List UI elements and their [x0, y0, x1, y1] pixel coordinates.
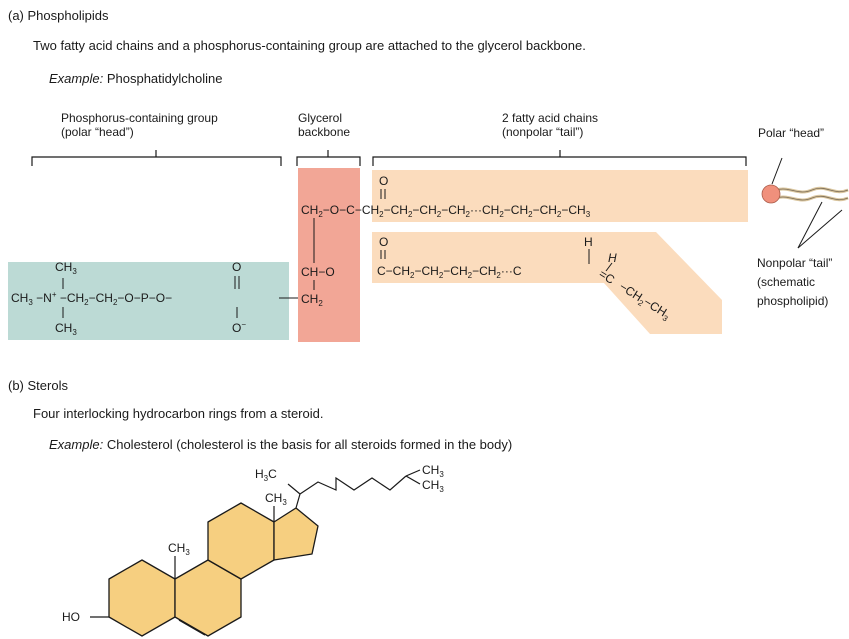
section-b-example: Example: Cholesterol (cholesterol is the… — [49, 437, 512, 452]
schematic-phospholipid — [761, 157, 849, 249]
section-a-description: Two fatty acid chains and a phosphorus-c… — [33, 38, 586, 53]
section-b-description: Four interlocking hydrocarbon rings from… — [33, 406, 324, 421]
example-name: Phosphatidylcholine — [106, 71, 223, 86]
head-group-label: Phosphorus-containing group (polar “head… — [61, 111, 218, 139]
svg-text:HO: HO — [62, 610, 80, 624]
polar-head-ball — [761, 184, 781, 204]
ring-a — [108, 559, 176, 637]
double-bond-line — [178, 619, 206, 636]
section-a-heading: (a) Phospholipids — [8, 8, 109, 23]
svg-text:CH3: CH3 — [55, 260, 77, 276]
section-b-heading: (b) Sterols — [8, 378, 68, 393]
glycerol-box — [298, 168, 360, 342]
svg-text:H3C: H3C — [255, 467, 277, 483]
svg-text:O: O — [379, 174, 388, 188]
glycerol-label: Glycerol backbone — [298, 111, 351, 139]
head-group-bracket — [31, 150, 282, 166]
fatty-acid-chains-label: 2 fatty acid chains (nonpolar “tail”) — [502, 111, 599, 139]
example-prefix: Example: — [49, 71, 104, 86]
svg-text:H: H — [608, 251, 617, 265]
chains-bracket — [372, 150, 747, 166]
svg-text:CH3: CH3 — [168, 541, 190, 557]
section-a-example: Example: Phosphatidylcholine — [49, 71, 222, 86]
polar-head-label: Polar “head” — [758, 126, 825, 140]
tail-pointer-1 — [797, 201, 823, 249]
ring-d — [273, 507, 319, 561]
svg-text:CH3: CH3 — [265, 491, 287, 507]
head-group-structure: CH3 CH3 −N+ −CH2−CH2−O−P−O− CH3 O O− — [11, 260, 298, 337]
svg-text:CH3: CH3 — [422, 478, 444, 494]
glycerol-bracket — [296, 150, 361, 166]
tail-pointer-2 — [797, 209, 843, 249]
svg-text:CH2−O−C−CH2−CH2−CH2−CH2···CH2−: CH2−O−C−CH2−CH2−CH2−CH2···CH2−CH2−CH2−CH… — [301, 203, 591, 219]
nonpolar-tail-label: Nonpolar “tail” (schematic phospholipid) — [757, 256, 833, 308]
fatty-acid-chain-1-box — [372, 170, 748, 222]
fatty-acid-chain-2-box — [372, 232, 722, 334]
svg-text:O: O — [379, 235, 388, 249]
example-name: Cholesterol (cholesterol is the basis fo… — [106, 437, 513, 452]
section-brackets — [31, 150, 747, 166]
example-prefix: Example: — [49, 437, 104, 452]
svg-text:CH3: CH3 — [422, 463, 444, 479]
svg-text:CH3 −N+ −CH2−CH2−O−P−O−: CH3 −N+ −CH2−CH2−O−P−O− — [11, 290, 172, 307]
svg-text:CH3: CH3 — [55, 321, 77, 337]
glycerol-backbone: CH−O CH2 — [301, 218, 335, 308]
svg-text:CH−O: CH−O — [301, 265, 335, 279]
fatty-acid-chain-1: O CH2−O−C−CH2−CH2−CH2−CH2···CH2−CH2−CH2−… — [301, 174, 591, 219]
svg-text:O: O — [232, 260, 241, 274]
svg-text:H: H — [584, 235, 593, 249]
svg-text:C−CH2−CH2−CH2−CH2···C: C−CH2−CH2−CH2−CH2···C — [377, 264, 522, 280]
cholesterol-structure: CH3 CH3 H3C CH3 CH3 HO — [62, 463, 444, 637]
head-group-box — [8, 262, 289, 340]
polar-head-pointer — [771, 157, 783, 185]
svg-text:CH2: CH2 — [301, 292, 323, 308]
